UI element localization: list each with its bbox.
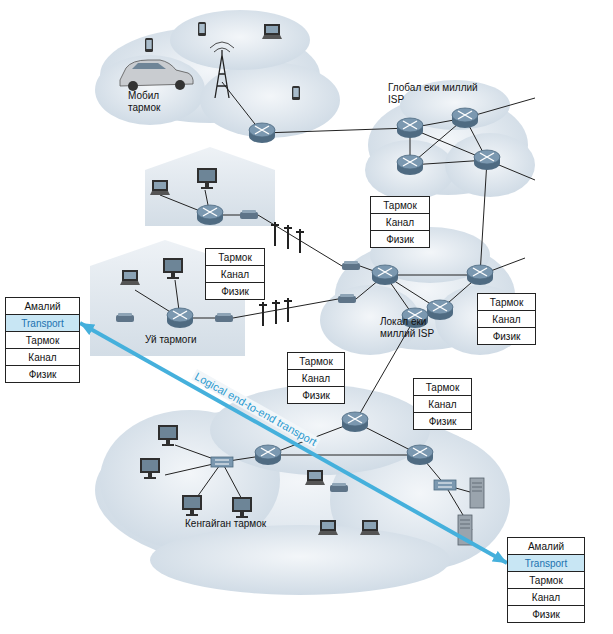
layer-name: Канал <box>221 269 249 280</box>
layer-name: Физик <box>302 390 330 401</box>
layer-name: Канал <box>492 314 520 325</box>
protocol-layer-box: Тармок <box>477 293 536 311</box>
layer-name: Физик <box>29 369 57 380</box>
layer-name: Канал <box>532 592 560 603</box>
protocol-layer-box: Тармок <box>370 196 430 214</box>
layer-name: Transport <box>525 558 567 569</box>
network-label: Кенгайган тармок <box>185 518 295 530</box>
protocol-layer-box: Канал <box>477 310 536 328</box>
layer-name: Тармок <box>426 382 460 393</box>
protocol-layer-box: Тармок <box>5 331 80 349</box>
network-label: Мобил тармок <box>128 90 178 114</box>
layer-name: Канал <box>428 399 456 410</box>
enterprise-cloud <box>95 385 510 595</box>
utility-poles <box>259 222 304 326</box>
protocol-layer-box: Канал <box>5 348 80 366</box>
end-to-end-arrow <box>80 323 507 563</box>
layer-name: Амалий <box>24 301 60 312</box>
mobile-cloud <box>95 10 340 138</box>
modems <box>116 210 360 492</box>
protocol-layer-box: Тармок <box>287 352 345 370</box>
layer-name: Канал <box>302 373 330 384</box>
layer-name: Канал <box>386 217 414 228</box>
protocol-layer-box: Амалий <box>507 537 585 555</box>
protocol-layer-box: Физик <box>370 230 430 248</box>
layer-name: Амалий <box>528 541 564 552</box>
network-links <box>135 82 535 530</box>
layer-name: Канал <box>28 352 56 363</box>
layer-name: Тармок <box>529 575 563 586</box>
network-label: Локал еки миллий ISP <box>380 316 460 340</box>
local-isp-cloud <box>320 227 525 355</box>
routers <box>167 108 500 465</box>
protocol-layer-box: Канал <box>507 588 585 606</box>
layer-name: Физик <box>493 331 521 342</box>
protocol-layer-box: Физик <box>413 412 472 430</box>
network-label: Глобал еки миллий ISP <box>388 82 488 106</box>
protocol-layer-box: Физик <box>477 327 536 345</box>
protocol-layer-box: Канал <box>370 213 430 231</box>
cell-tower <box>210 42 234 98</box>
protocol-layer-box: Тармок <box>413 378 472 396</box>
protocol-layer-box: Физик <box>507 605 585 623</box>
layer-name: Тармок <box>218 252 252 263</box>
protocol-layer-box: Тармок <box>507 571 585 589</box>
layer-name: Физик <box>532 609 560 620</box>
protocol-layer-box: Канал <box>287 369 345 387</box>
layer-name: Transport <box>21 318 63 329</box>
car <box>120 60 193 91</box>
global-isp-cloud <box>365 80 535 200</box>
protocol-layer-box: Канал <box>413 395 472 413</box>
layer-name: Тармок <box>299 356 333 367</box>
layer-name: Тармок <box>490 297 524 308</box>
layer-name: Физик <box>221 286 249 297</box>
network-label: Уй тармоги <box>145 334 225 346</box>
transport-layer-box: Transport <box>507 554 585 572</box>
layer-name: Физик <box>386 234 414 245</box>
protocol-layer-box: Физик <box>205 282 265 300</box>
protocol-layer-box: Канал <box>205 265 265 283</box>
protocol-layer-box: Тармок <box>205 248 265 266</box>
home-house <box>145 147 275 226</box>
layer-name: Тармок <box>26 335 60 346</box>
protocol-layer-box: Физик <box>287 386 345 404</box>
protocol-layer-box: Физик <box>5 365 80 383</box>
transport-layer-box: Transport <box>5 314 80 332</box>
layer-name: Физик <box>429 416 457 427</box>
end-devices <box>120 22 484 545</box>
layer-name: Тармок <box>383 200 417 211</box>
protocol-layer-box: Амалий <box>5 297 80 315</box>
